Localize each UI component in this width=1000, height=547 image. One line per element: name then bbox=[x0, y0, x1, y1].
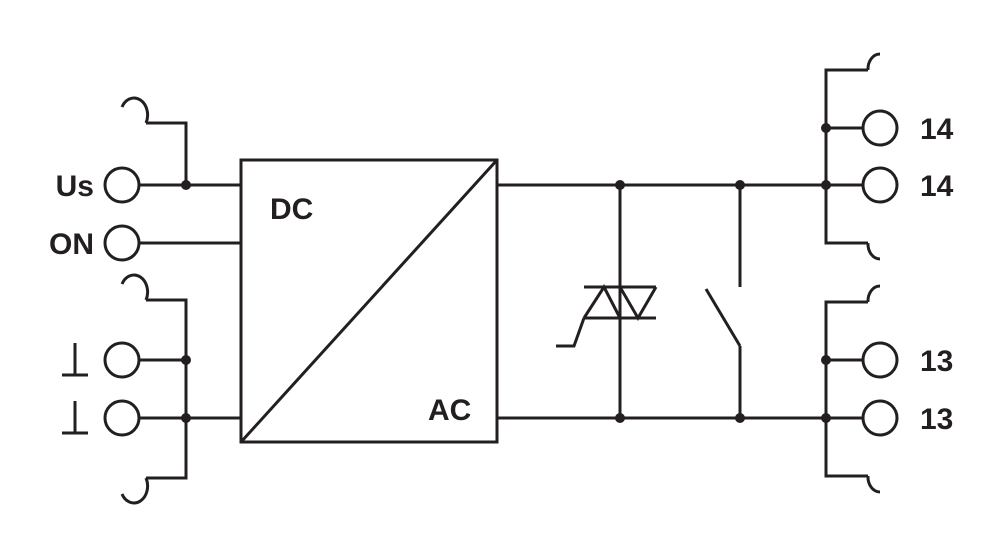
terminal-14-a bbox=[861, 109, 899, 147]
bridge-terminal-gnd-top bbox=[120, 273, 150, 301]
converter-diagonal bbox=[239, 158, 499, 444]
terminal-gnd-2 bbox=[103, 399, 141, 437]
label-14-a: 14 bbox=[920, 113, 954, 146]
ground-symbol-1 bbox=[62, 343, 88, 377]
label-14-b: 14 bbox=[920, 170, 954, 203]
converter-box bbox=[239, 158, 499, 444]
output-side-14: 14 14 bbox=[821, 52, 954, 261]
bridge-wire-gnd bbox=[146, 298, 188, 480]
terminal-13-a bbox=[861, 341, 899, 379]
terminal-us bbox=[103, 166, 141, 204]
bridge-wire-top bbox=[146, 121, 188, 185]
junction-gnd-2 bbox=[181, 413, 191, 423]
junction-gnd-1 bbox=[181, 355, 191, 365]
converter-block: DC AC bbox=[239, 158, 499, 444]
label-dc: DC bbox=[270, 193, 313, 226]
label-ac: AC bbox=[428, 394, 471, 427]
terminal-gnd-1 bbox=[103, 341, 141, 379]
bridge-terminal-top bbox=[120, 96, 150, 124]
label-us: Us bbox=[56, 170, 94, 203]
terminal-14-b bbox=[861, 166, 899, 204]
label-on: ON bbox=[49, 228, 94, 261]
terminal-on bbox=[103, 224, 141, 262]
input-side: Us ON bbox=[49, 96, 241, 505]
terminal-13-b bbox=[861, 399, 899, 437]
triac-symbol bbox=[556, 180, 658, 423]
label-13-a: 13 bbox=[920, 345, 953, 378]
label-13-b: 13 bbox=[920, 403, 953, 436]
output-side-13: 13 13 bbox=[821, 284, 953, 494]
ground-symbol-2 bbox=[62, 401, 88, 435]
bridge-terminal-gnd-bottom bbox=[120, 477, 150, 505]
switch-contact bbox=[704, 180, 745, 423]
junction-us bbox=[181, 180, 191, 190]
